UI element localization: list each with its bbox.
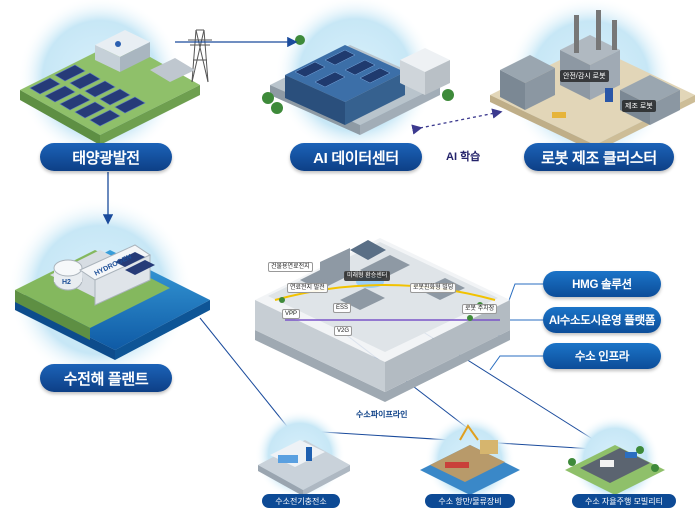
ai-learning-label: AI 학습 — [446, 151, 481, 163]
city-label-v2g: V2G — [334, 326, 353, 336]
port-illustration — [420, 415, 520, 505]
solution-hmg: HMG 솔루션 — [543, 271, 661, 297]
bottom-mobility: 수소 자율주행 모빌리티 — [572, 494, 676, 508]
water-plant-illustration — [15, 244, 210, 360]
mobility-illustration — [565, 415, 665, 505]
solution-infra: 수소 인프라 — [543, 343, 661, 369]
pipeline-label: 수소파이프라인 — [356, 410, 408, 419]
city-label-transfer-center: 미래형 환승센터 — [344, 271, 391, 281]
node-solar: 태양광발전 — [40, 143, 172, 171]
bottom-port: 수소 항만/물류장비 — [425, 494, 515, 508]
node-datacenter: AI 데이터센터 — [290, 143, 422, 171]
robot-cluster-illustration — [490, 10, 695, 152]
city-label-ess: ESS — [333, 303, 352, 313]
datacenter-illustration — [262, 35, 454, 135]
solution-platform: AI수소도시운영 플랫폼 — [543, 307, 661, 333]
city-label-robot-building: 로봇친화형 빌딩 — [410, 283, 457, 293]
node-robot-cluster: 로봇 제조 클러스터 — [524, 143, 674, 171]
bottom-station: 수소전기충전소 — [262, 494, 340, 508]
h2-label: H2 — [62, 279, 71, 286]
city-label-robot-parking: 로봇 주차장 — [462, 304, 498, 314]
robot-label-manufacturing: 제조 로봇 — [622, 100, 656, 112]
city-illustration — [255, 238, 510, 402]
station-illustration — [255, 410, 350, 500]
city-label-building-fuel-cell: 건물용연료전지 — [268, 262, 313, 272]
solar-illustration — [20, 29, 212, 145]
robot-label-safety: 안전/감시 로봇 — [560, 70, 609, 82]
city-label-fuel-cell-power: 연료전지 발전 — [287, 283, 328, 293]
city-label-vpp: VPP — [282, 309, 301, 319]
ai-learning-link — [411, 108, 503, 135]
node-water-plant: 수전해 플랜트 — [40, 364, 172, 392]
